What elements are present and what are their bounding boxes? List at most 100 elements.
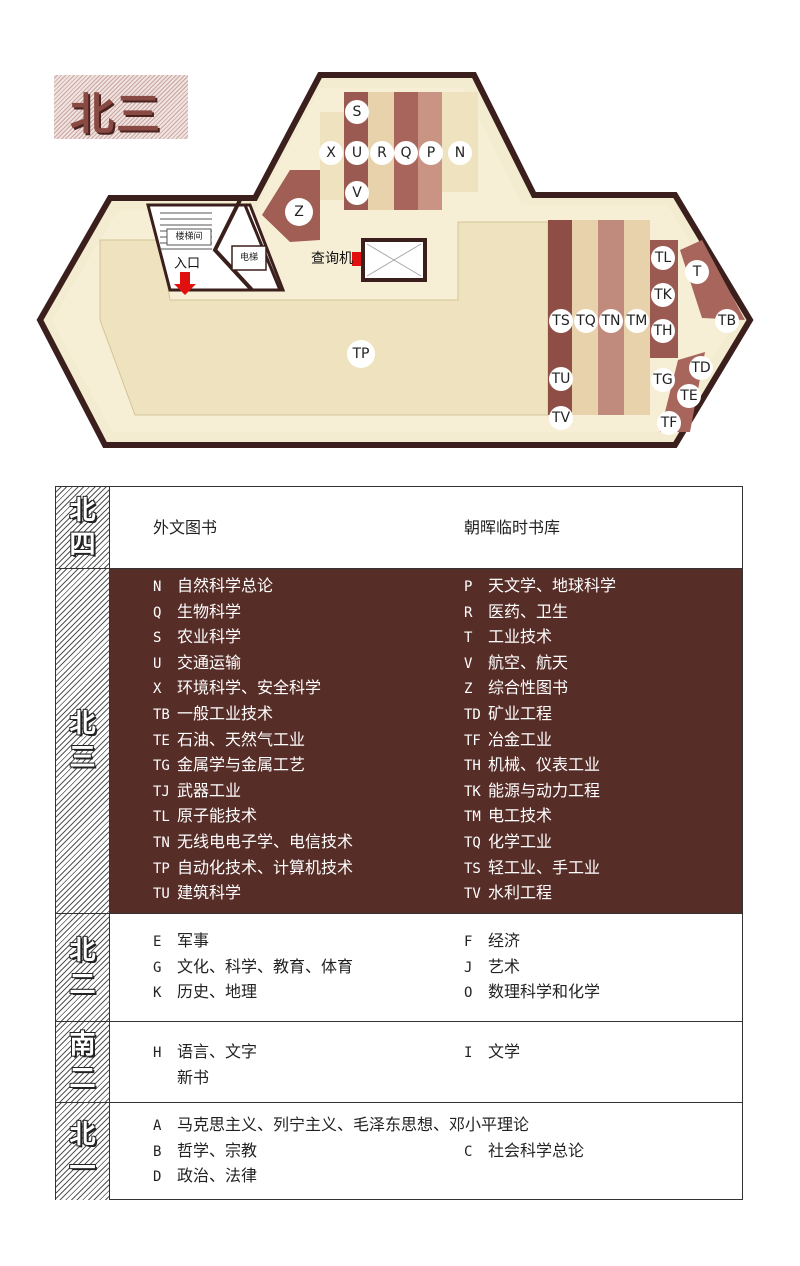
zone-t-wedge <box>680 240 745 320</box>
category-name: 轻工业、手工业 <box>488 857 601 877</box>
category-code: C <box>464 1143 473 1160</box>
legend-item: R 医药、卫生 <box>464 599 616 625</box>
entrance-arrow-icon <box>174 272 196 295</box>
zone-marker-s: S <box>345 100 369 124</box>
zone-marker-q: Q <box>394 141 418 165</box>
floor-tag-char: 二 <box>69 1064 96 1094</box>
entrance-label: 入口 <box>174 257 200 272</box>
zone-marker-tg: TG <box>651 368 675 392</box>
category-name: 建筑科学 <box>177 883 242 903</box>
floor-tag: 南二 <box>56 1022 110 1102</box>
category-name: 农业科学 <box>177 627 242 647</box>
floor-title-backdrop <box>54 75 188 139</box>
floor-tag: 北三 <box>56 569 110 913</box>
category-name: 政治、法律 <box>177 1166 258 1186</box>
legend-column-right: I 文学 <box>464 1039 520 1065</box>
category-code: TN <box>153 834 170 851</box>
category-name: 医药、卫生 <box>488 601 569 621</box>
zone-marker-v: V <box>345 181 369 205</box>
zone-code: P <box>427 145 435 161</box>
category-code: B <box>153 1143 162 1160</box>
legend-column-right: 朝晖临时书库 <box>464 515 560 541</box>
category-code: A <box>153 1118 162 1134</box>
legend-item: B 哲学、宗教 <box>153 1138 529 1164</box>
category-name: 电工技术 <box>488 806 553 826</box>
category-code: V <box>464 655 473 672</box>
category-code: O <box>464 985 473 1002</box>
category-code: TF <box>464 732 481 749</box>
category-name: 工业技术 <box>488 627 553 647</box>
category-name: 军事 <box>177 931 210 950</box>
zone-code: N <box>455 145 465 161</box>
category-name: 金属学与金属工艺 <box>177 755 306 775</box>
category-name: 哲学、宗教 <box>177 1140 258 1160</box>
category-code: Q <box>153 604 162 621</box>
category-name: 水利工程 <box>488 883 553 903</box>
category-code: TS <box>464 860 481 877</box>
zone-code: TF <box>660 415 678 431</box>
category-code: R <box>464 604 473 621</box>
floor-tag-char: 二 <box>69 969 96 1000</box>
category-name: 自然科学总论 <box>177 576 274 595</box>
category-code: K <box>153 985 162 1002</box>
category-name: 天文学、地球科学 <box>488 576 617 595</box>
floor-tag-char: 三 <box>69 743 96 773</box>
category-code: TL <box>153 809 170 826</box>
category-code: N <box>153 579 162 595</box>
category-name: 艺术 <box>488 956 521 976</box>
elevator-box <box>231 245 267 271</box>
legend-item: TU 建筑科学 <box>153 880 353 906</box>
category-code: H <box>153 1045 162 1061</box>
zone-marker-tn: TN <box>599 309 623 333</box>
category-name: 新书 <box>177 1067 210 1087</box>
category-code: S <box>153 630 162 647</box>
legend-item: N 自然科学总论 <box>153 573 353 599</box>
zone-marker-t: T <box>685 260 709 284</box>
floor-tag-char: 一 <box>69 1153 96 1184</box>
kiosk-label: 查询机 <box>311 251 353 267</box>
zone-marker-tp: TP <box>347 340 375 368</box>
category-code: TB <box>153 706 170 723</box>
floor-tag-char: 南 <box>69 1030 96 1060</box>
zone-code: S <box>353 104 362 120</box>
floor-tag-char: 四 <box>69 529 96 560</box>
category-code: G <box>153 959 162 976</box>
category-name: 能源与动力工程 <box>488 780 601 800</box>
category-code: I <box>464 1045 473 1061</box>
zone-code: TN <box>600 313 620 329</box>
category-name: 社会科学总论 <box>488 1140 585 1160</box>
category-code: TU <box>153 886 170 903</box>
category-code: F <box>464 934 473 950</box>
floor-title: 北三 <box>70 89 162 140</box>
zone-marker-td: TD <box>689 356 713 380</box>
zone-marker-tk: TK <box>651 283 675 307</box>
category-name: 交通运输 <box>177 652 242 672</box>
zone-code: TQ <box>575 313 596 329</box>
category-name: 文学 <box>488 1042 521 1061</box>
zone-code: TU <box>551 371 571 387</box>
category-code: P <box>464 579 473 595</box>
category-code: TP <box>153 860 170 877</box>
